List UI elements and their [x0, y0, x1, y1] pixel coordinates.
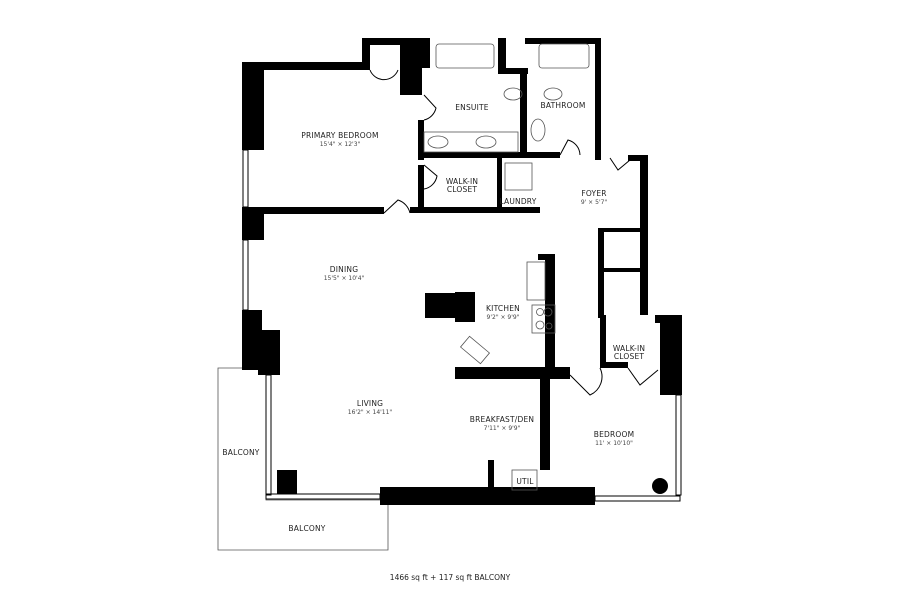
- balcony-outline: [217, 367, 389, 551]
- room-dims-kitchen: 9'2" × 9'9": [487, 314, 520, 321]
- walls: [242, 38, 682, 505]
- total-area: 1466 sq ft + 117 sq ft BALCONY: [390, 573, 511, 582]
- room-label-ensuite: ENSUITE: [455, 103, 489, 112]
- room-label-walk-in-closet: WALK-IN: [446, 177, 478, 186]
- room-label-walk-in-closet-bedroom: WALK-IN: [613, 344, 645, 353]
- room-label-walk-in-closet-2: CLOSET: [447, 185, 478, 194]
- room-dims-primary-bedroom: 15'4" × 12'3": [320, 141, 361, 148]
- room-label-bathroom: BATHROOM: [540, 101, 585, 110]
- doors: [369, 69, 659, 396]
- room-label-walk-in-closet-bedroom-2: CLOSET: [614, 352, 645, 361]
- room-label-primary-bedroom: PRIMARY BEDROOM: [301, 131, 378, 140]
- room-label-breakfast-den: BREAKFAST/DEN: [470, 415, 535, 424]
- windows: [242, 149, 682, 502]
- room-label-bedroom: BEDROOM: [594, 430, 635, 439]
- room-label-laundry: LAUNDRY: [499, 197, 536, 206]
- room-dims-breakfast-den: 7'11" × 9'9": [484, 425, 521, 432]
- room-label-living: LIVING: [357, 399, 383, 408]
- fixtures: [423, 43, 668, 494]
- room-dims-bedroom: 11' × 10'10": [595, 440, 633, 447]
- room-label-kitchen: KITCHEN: [486, 304, 520, 313]
- column-icon: [652, 478, 668, 494]
- room-label-foyer: FOYER: [581, 189, 606, 198]
- room-dims-dining: 15'5" × 10'4": [324, 275, 365, 282]
- room-label-dining: DINING: [330, 265, 358, 274]
- room-label-util: UTIL: [516, 477, 534, 486]
- room-label-balcony-side: BALCONY: [222, 448, 259, 457]
- room-dims-foyer: 9' × 5'7": [581, 199, 608, 206]
- room-label-balcony-bottom: BALCONY: [288, 524, 325, 533]
- room-dims-living: 16'2" × 14'11": [348, 409, 393, 416]
